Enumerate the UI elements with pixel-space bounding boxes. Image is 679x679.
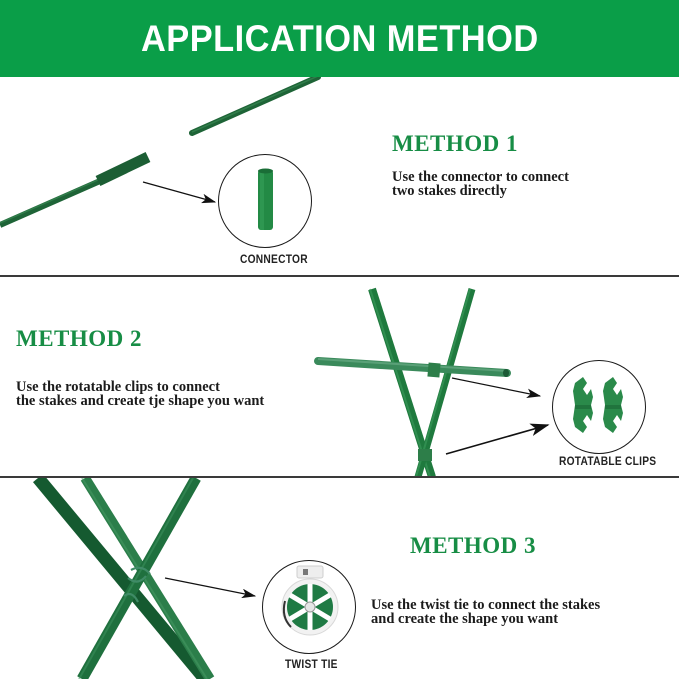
section-divider [0, 476, 679, 478]
method-2-description: Use the rotatable clips to connect the s… [16, 379, 265, 409]
connector-tube-icon [258, 168, 273, 230]
method-2-title: METHOD 2 [16, 326, 143, 351]
method-3-section: TWIST TIE METHOD 3 Use the twist tie to … [0, 478, 679, 679]
stakes-with-connector-illustration [0, 77, 321, 228]
stakes-with-clips-illustration [314, 287, 550, 477]
stakes-with-twist-tie-illustration [33, 478, 257, 679]
rotatable-clips-label: ROTATABLE CLIPS [559, 454, 657, 468]
method-3-description: Use the twist tie to connect the stakes … [371, 597, 601, 627]
clips-callout-circle [552, 360, 646, 454]
method-2-section: METHOD 2 Use the rotatable clips to conn… [0, 277, 679, 477]
method-1-description: Use the connector to connect two stakes … [392, 169, 569, 199]
method-3-title: METHOD 3 [410, 533, 537, 558]
twist-tie-callout-circle [262, 560, 356, 654]
twist-tie-reel-icon [281, 565, 339, 636]
header-banner: APPLICATION METHOD [0, 0, 679, 77]
page-title: APPLICATION METHOD [140, 17, 539, 59]
connector-callout-circle [218, 154, 312, 248]
section-divider [0, 275, 679, 277]
twist-tie-label: TWIST TIE [285, 657, 338, 671]
rotatable-clips-icon [573, 377, 623, 433]
method-1-section: CONNECTOR METHOD 1 Use the connector to … [0, 77, 679, 276]
connector-label: CONNECTOR [240, 252, 308, 266]
method-1-title: METHOD 1 [392, 131, 519, 156]
